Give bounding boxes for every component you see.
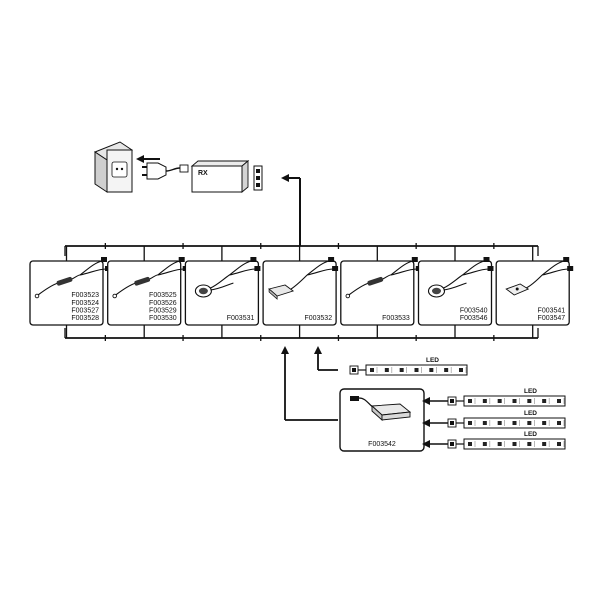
supply-link-arrow — [281, 174, 301, 246]
inline-switch-cable-icon — [34, 257, 111, 299]
module-code: F003524 — [71, 300, 99, 307]
module-code: F003533 — [382, 315, 410, 322]
plate-switch-icon — [505, 257, 574, 296]
module-code: F003540 — [460, 307, 488, 314]
led-strip-label: LED — [524, 431, 537, 438]
module-panel: F003532 — [262, 257, 339, 326]
round-recessed-switch-icon — [427, 257, 494, 298]
bus-frame — [64, 243, 539, 341]
module-code: F003546 — [460, 315, 488, 322]
modules-row: F003523F003524F003527F003528F003525F0035… — [29, 257, 574, 326]
led-strip: LED — [422, 431, 566, 450]
module-code: F003530 — [149, 315, 177, 322]
module-code: F003547 — [538, 315, 566, 322]
power-supply-label: RX — [198, 170, 208, 177]
led-strip: LED — [422, 388, 566, 407]
flat-sensor-switch-icon — [268, 257, 339, 300]
module-panel: F003531 — [184, 257, 261, 326]
distributor-code: F003542 — [368, 441, 396, 448]
module-code: F003525 — [149, 292, 177, 299]
distributor-panel: F003542 — [339, 388, 425, 452]
distributor-hub-icon — [350, 396, 412, 422]
led-strip: LED — [349, 357, 468, 376]
wall-socket-icon — [93, 141, 134, 193]
module-code: F003529 — [149, 307, 177, 314]
module-panel: F003533 — [340, 257, 422, 326]
module-code: F003523 — [71, 292, 99, 299]
led-strip-label: LED — [524, 410, 537, 417]
module-code: F003532 — [304, 315, 332, 322]
module-code: F003526 — [149, 300, 177, 307]
module-code: F003531 — [227, 315, 255, 322]
distributor-link-arrow — [281, 346, 338, 421]
module-code: F003528 — [71, 315, 99, 322]
led-strip-label: LED — [524, 388, 537, 395]
module-code: F003527 — [71, 307, 99, 314]
output-connector-icon — [253, 165, 263, 191]
power-supply-box: RX — [190, 160, 250, 193]
module-code: F003541 — [538, 307, 566, 314]
round-recessed-switch-icon — [194, 257, 261, 298]
led-strips: LED LED LED LED — [349, 357, 566, 450]
led-link-arrow — [314, 346, 338, 371]
led-strip-label: LED — [426, 357, 439, 364]
power-plug-icon — [142, 162, 189, 180]
led-strip: LED — [422, 410, 566, 429]
